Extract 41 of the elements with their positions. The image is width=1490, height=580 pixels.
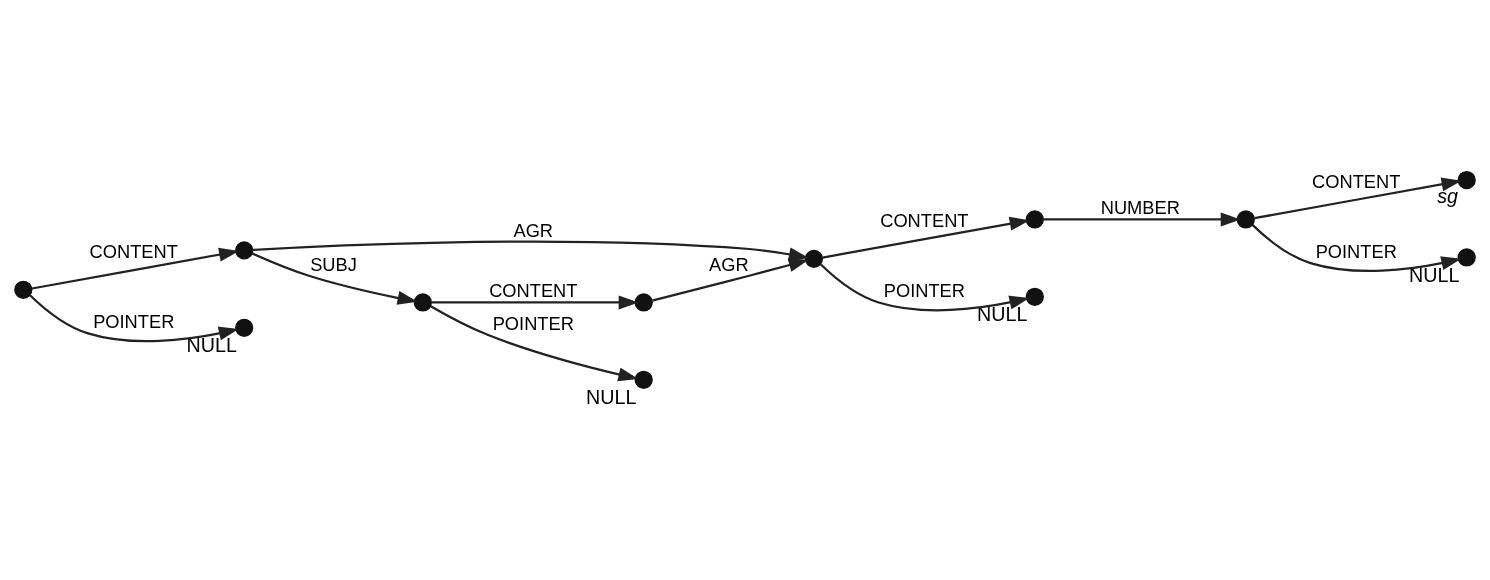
node-circle — [14, 280, 33, 299]
edge-label: SUBJ — [310, 253, 357, 275]
node-label: sg — [1437, 184, 1458, 207]
node-label: NULL — [1409, 263, 1460, 286]
node-circle — [235, 318, 254, 337]
edge-label: CONTENT — [489, 279, 578, 301]
arrow — [1043, 211, 1241, 226]
node-circle — [804, 249, 824, 268]
edge-label: POINTER — [93, 310, 175, 332]
node-circle — [1457, 247, 1476, 267]
arrow — [252, 240, 809, 261]
node-circle — [1025, 209, 1044, 229]
node-circle — [1457, 170, 1476, 189]
edge-label: AGR — [709, 253, 749, 275]
arrow — [819, 262, 1030, 311]
edge-label: POINTER — [1315, 240, 1397, 262]
arrow — [1251, 223, 1462, 272]
arrow — [431, 294, 639, 309]
edge-label: CONTENT — [1312, 170, 1401, 192]
node-label: NULL — [586, 385, 637, 408]
arrow — [31, 247, 240, 290]
node-label: NULL — [186, 333, 237, 356]
node-circle — [1025, 287, 1044, 306]
edge-label: CONTENT — [89, 240, 178, 262]
edge-label: POINTER — [492, 312, 574, 334]
arrow — [251, 251, 418, 305]
node-circle — [634, 292, 653, 312]
node-circle — [634, 370, 653, 389]
node-label: NULL — [977, 302, 1028, 325]
arrow — [651, 257, 809, 302]
edge-label: AGR — [513, 219, 554, 241]
arrow — [29, 293, 239, 342]
arrow — [1254, 176, 1462, 219]
arrow — [430, 304, 639, 381]
node-circle — [235, 240, 254, 260]
node-circle — [1236, 209, 1255, 229]
edge-label: CONTENT — [880, 209, 969, 231]
arrow — [822, 216, 1030, 259]
edge-label: NUMBER — [1100, 196, 1180, 218]
edge-label: POINTER — [883, 279, 965, 301]
node-circle — [413, 292, 432, 312]
